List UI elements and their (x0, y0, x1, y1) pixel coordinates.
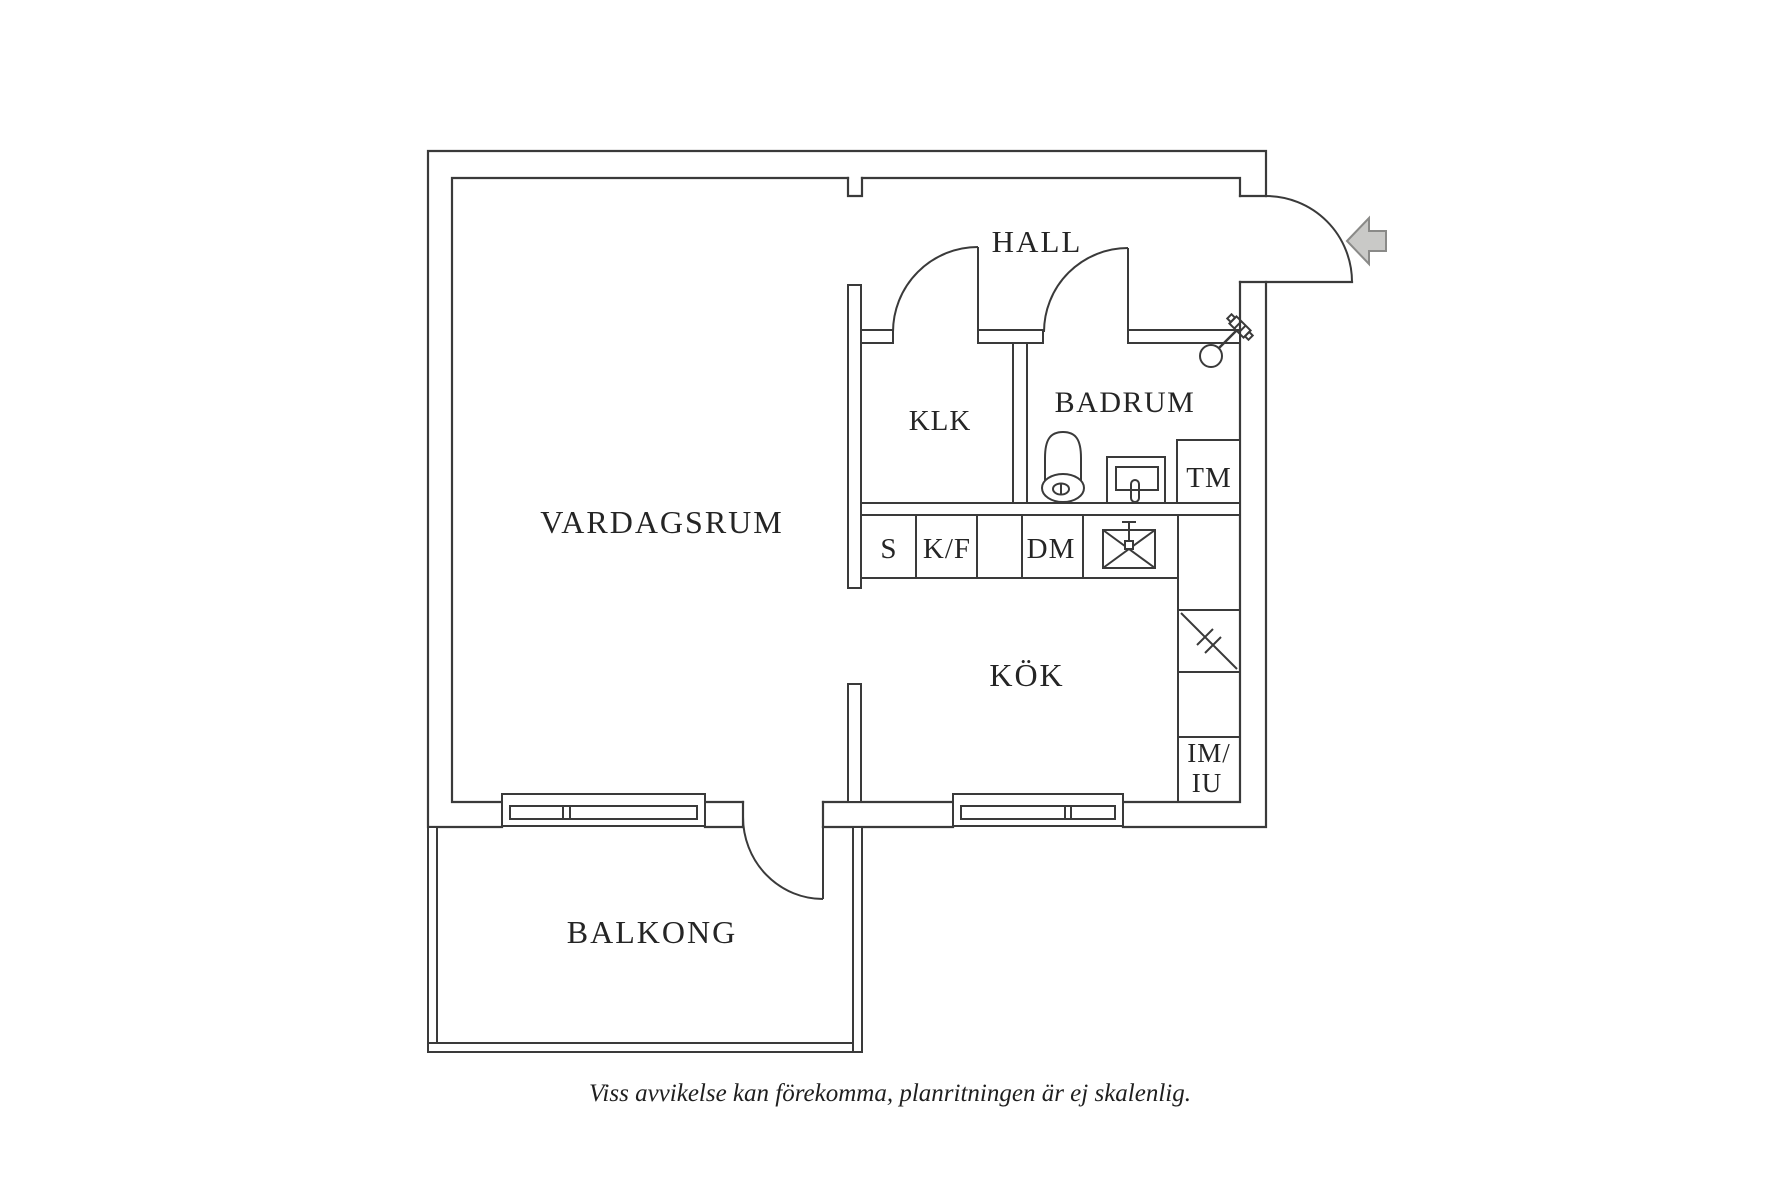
kitchen-window (952, 793, 1124, 827)
top-wall-notch (846, 176, 864, 198)
entrance-arrow-icon (1345, 215, 1387, 267)
label-balkong: BALKONG (567, 914, 737, 950)
label-s: S (880, 533, 897, 565)
label-tm: TM (1186, 462, 1232, 494)
shaft-diagonal-icon (1180, 612, 1238, 670)
balcony-walls (427, 826, 863, 1053)
kitchen-counter (860, 514, 1179, 579)
wall-klk-badrum-south (860, 502, 1241, 516)
label-kok: KÖK (989, 657, 1064, 693)
klk-door (892, 246, 979, 333)
label-dm: DM (1027, 533, 1076, 565)
livingroom-window (501, 793, 706, 827)
entry-door (1265, 195, 1353, 283)
label-hall: HALL (992, 224, 1083, 259)
wall-livingroom-hall-upper (847, 284, 862, 589)
interior-walls (847, 284, 1241, 803)
label-kf: K/F (923, 533, 971, 565)
exterior-walls (426, 149, 1354, 829)
sink-icon (1106, 456, 1166, 504)
label-klk: KLK (909, 405, 972, 437)
shower-icon (1199, 312, 1255, 368)
toilet-icon (1041, 430, 1085, 503)
badrum-door (1043, 247, 1129, 333)
kitchen-sink-icon (1102, 521, 1156, 569)
balcony-wall-right (852, 826, 863, 1053)
wall-klk-badrum-divider (1012, 342, 1028, 504)
disclaimer-caption: Viss avvikelse kan förekomma, planritnin… (589, 1080, 1191, 1107)
doors (742, 195, 1353, 900)
washing-machine-box (1176, 439, 1241, 504)
label-im-iu-line1: IM/ (1187, 738, 1231, 768)
exterior-inner-edge (450, 176, 1242, 804)
wall-livingroom-kitchen-lower (847, 683, 862, 803)
wall-hall-south-left-jamb (860, 329, 894, 344)
balcony-door (742, 815, 824, 900)
right-service-column (1177, 578, 1240, 802)
column-lines (1177, 578, 1240, 802)
balcony-wall-bottom (427, 1042, 863, 1053)
label-badrum: BADRUM (1055, 386, 1196, 419)
balcony-wall-left (427, 826, 438, 1053)
label-im-iu-line2: IU (1192, 768, 1223, 798)
counter-dividers (915, 515, 1084, 578)
exterior-outer-edge (426, 149, 1268, 829)
balcony-door-jambs (741, 800, 825, 829)
wall-hall-south-right (1127, 329, 1241, 344)
windows (501, 793, 1124, 827)
wall-hall-south-middle (977, 329, 1044, 344)
label-vardagsrum: VARDAGSRUM (540, 504, 783, 540)
bathroom-fixtures (1041, 312, 1255, 504)
entry-door-jambs (1238, 194, 1354, 284)
counter-outline (860, 514, 1179, 579)
